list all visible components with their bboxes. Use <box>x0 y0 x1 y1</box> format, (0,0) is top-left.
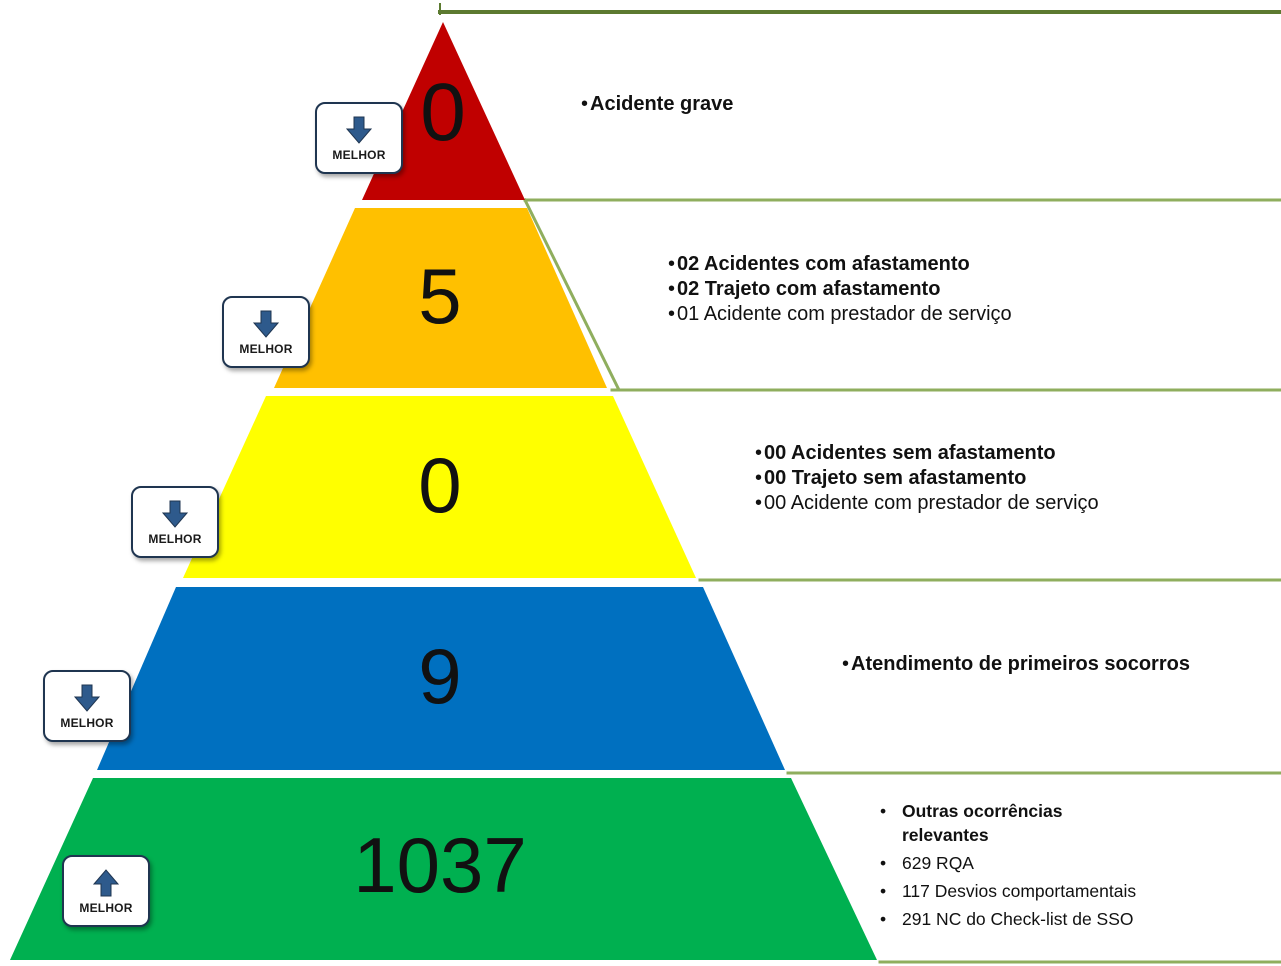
list-item: • 00 Trajeto sem afastamento <box>755 466 1255 491</box>
bullet-icon: • <box>755 442 763 464</box>
item-text: 117 Desvios comportamentais <box>902 881 1137 901</box>
arrow-down-icon <box>161 500 189 528</box>
bullet-icon: • <box>668 278 676 300</box>
item-text: Acidente grave <box>590 93 734 115</box>
badge-label: MELHOR <box>60 716 114 730</box>
trend-badge-level-2: MELHOR <box>222 296 310 368</box>
item-text: Outras ocorrências relevantes <box>902 801 1063 845</box>
separator-line-1-diag <box>522 197 621 391</box>
list-item: • 00 Acidentes sem afastamento <box>755 441 1255 466</box>
list-item: • Acidente grave <box>581 92 961 117</box>
separator-lines <box>438 3 1281 964</box>
bullet-icon: • <box>581 93 589 115</box>
item-text: Atendimento de primeiros socorros <box>851 653 1190 675</box>
arrow-up-icon <box>92 869 120 897</box>
list-item: • 01 Acidente com prestador de serviço <box>668 302 1168 327</box>
pyramid-level-2 <box>274 208 607 388</box>
item-text: 01 Acidente com prestador de serviço <box>677 303 1012 325</box>
pyramid-level-3 <box>183 396 696 578</box>
pyramid-level-4 <box>97 587 785 770</box>
bullet-icon: • <box>880 881 887 901</box>
level-4-count: 9 <box>418 632 462 720</box>
badge-label: MELHOR <box>332 148 386 162</box>
list-item: • 02 Trajeto com afastamento <box>668 277 1168 302</box>
level-2-count: 5 <box>418 252 462 340</box>
bullet-icon: • <box>755 492 763 514</box>
level-4-description: • Atendimento de primeiros socorros <box>842 652 1202 677</box>
item-text: 02 Trajeto com afastamento <box>677 278 941 300</box>
arrow-down-icon <box>73 684 101 712</box>
level-3-description: • 00 Acidentes sem afastamento • 00 Traj… <box>755 441 1255 516</box>
arrow-down-icon <box>345 116 373 144</box>
badge-label: MELHOR <box>239 342 293 356</box>
list-item: • 02 Acidentes com afastamento <box>668 252 1168 277</box>
item-text: 00 Acidente com prestador de serviço <box>764 492 1099 514</box>
list-item: • 291 NC do Check-list de SSO <box>880 907 1270 931</box>
bullet-icon: • <box>668 253 676 275</box>
trend-badge-level-3: MELHOR <box>131 486 219 558</box>
item-text: 02 Acidentes com afastamento <box>677 253 970 275</box>
level-5-count: 1037 <box>353 821 527 909</box>
bullet-icon: • <box>880 801 887 821</box>
trend-badge-level-4: MELHOR <box>43 670 131 742</box>
list-item: • 629 RQA <box>880 851 1270 875</box>
item-text: 00 Acidentes sem afastamento <box>764 442 1056 464</box>
item-text: 629 RQA <box>902 853 974 873</box>
bullet-icon: • <box>842 653 850 675</box>
bullet-icon: • <box>880 853 887 873</box>
level-2-description: • 02 Acidentes com afastamento • 02 Traj… <box>668 252 1168 327</box>
level-1-description: • Acidente grave <box>581 92 961 117</box>
pyramid-level-5 <box>10 778 877 960</box>
trend-badge-level-5: MELHOR <box>62 855 150 927</box>
badge-label: MELHOR <box>79 901 133 915</box>
badge-label: MELHOR <box>148 532 202 546</box>
bullet-icon: • <box>755 467 763 489</box>
item-text: 00 Trajeto sem afastamento <box>764 467 1027 489</box>
bullet-icon: • <box>880 909 887 929</box>
list-item: • 117 Desvios comportamentais <box>880 879 1270 903</box>
list-item: • Atendimento de primeiros socorros <box>842 652 1202 677</box>
list-item: • 00 Acidente com prestador de serviço <box>755 491 1255 516</box>
level-1-count: 0 <box>420 67 466 158</box>
trend-badge-level-1: MELHOR <box>315 102 403 174</box>
bullet-icon: • <box>668 303 676 325</box>
arrow-down-icon <box>252 310 280 338</box>
level-5-description: • Outras ocorrências relevantes • 629 RQ… <box>880 799 1270 935</box>
list-item: • Outras ocorrências relevantes <box>880 799 1270 847</box>
level-3-count: 0 <box>418 441 462 529</box>
item-text: 291 NC do Check-list de SSO <box>902 909 1134 929</box>
